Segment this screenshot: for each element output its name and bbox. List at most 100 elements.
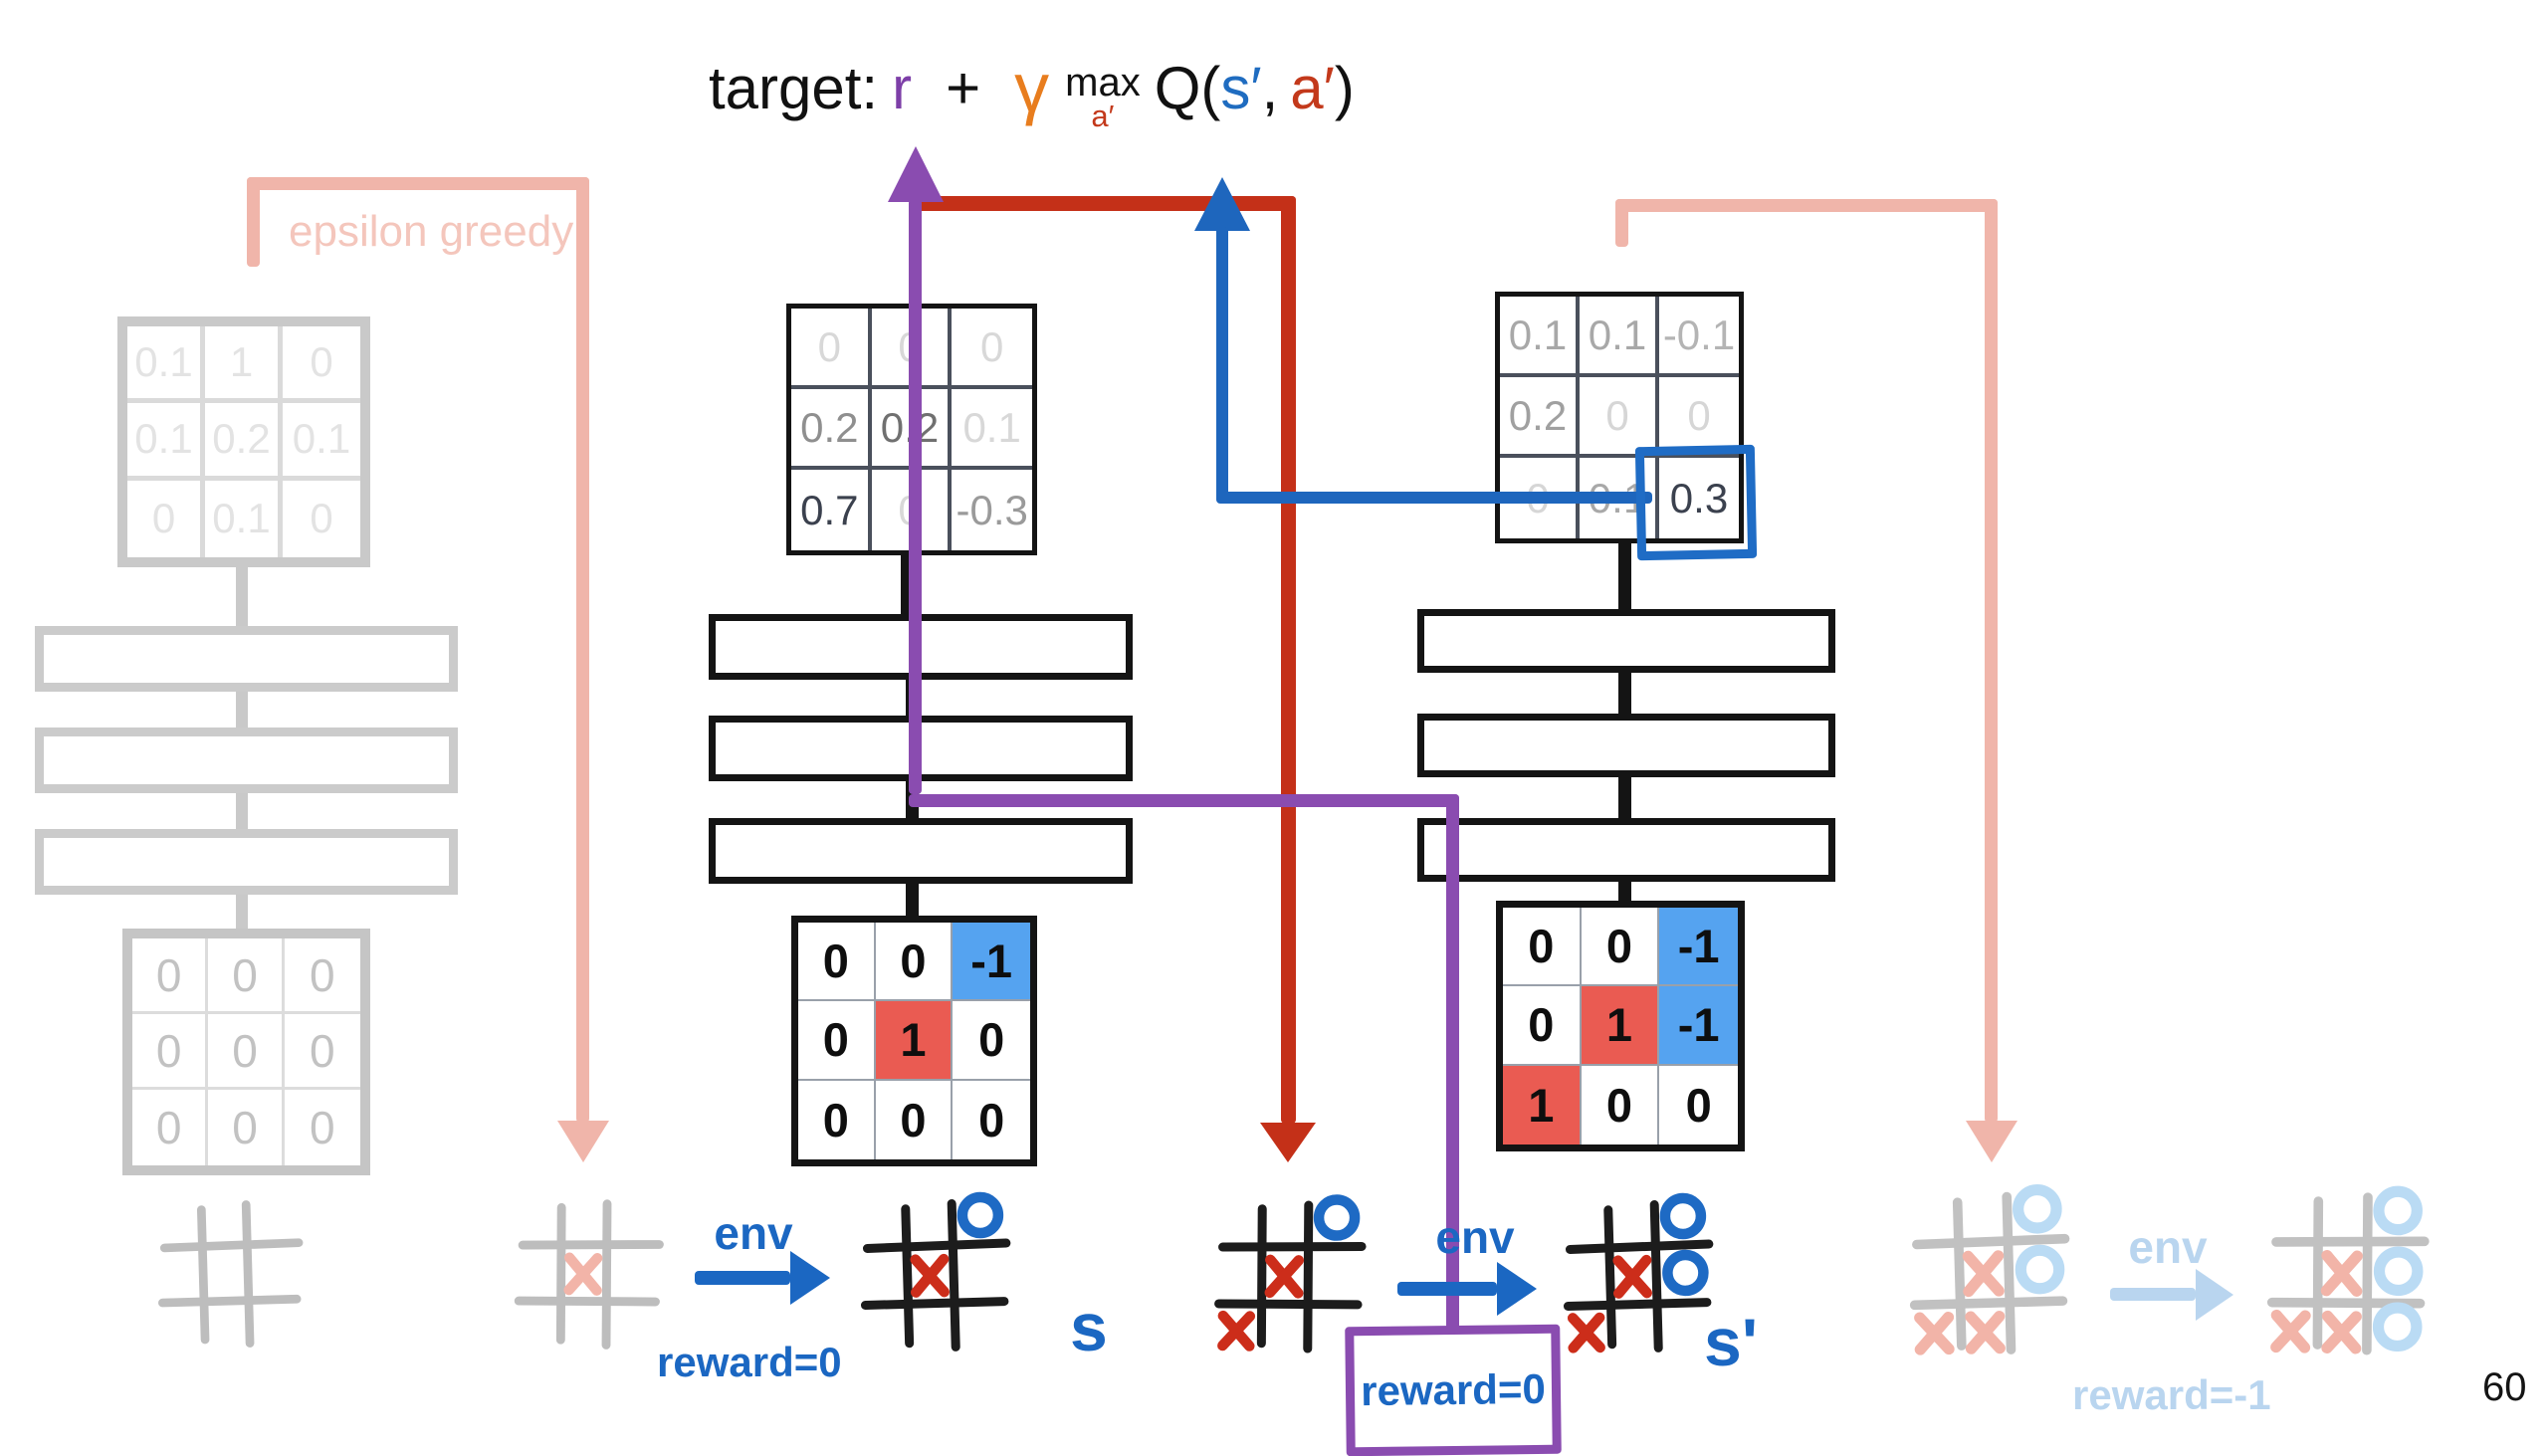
state-s-label: s (1070, 1290, 1108, 1365)
grid-cell: 0.2 (1500, 377, 1580, 458)
formula-max: max (1065, 61, 1141, 105)
page-number: 60 (2482, 1365, 2527, 1409)
tic-tac-toe-board-faded-next-a (1909, 1183, 2070, 1355)
tic-tac-toe-board-faded-next-b (2266, 1185, 2430, 1355)
x-mark-bottom-middle (2321, 1310, 2362, 1354)
grid-cell: 0 (798, 1080, 876, 1159)
grid-cell: -0.1 (1659, 297, 1739, 377)
epsilon-bracket-left-stub (247, 177, 260, 267)
o-mark-bottom-right (2372, 1302, 2423, 1352)
grid-cell: 0 (978, 1093, 1005, 1146)
grid-cell: 0 (953, 1001, 1030, 1081)
connector (906, 884, 919, 916)
formula-gamma: γ (1014, 49, 1050, 126)
purple-path-vertical-1 (909, 199, 922, 794)
grid-cell: 0 (283, 326, 360, 404)
red-down-arrowhead (1260, 1123, 1316, 1162)
formula-r: r (892, 54, 913, 121)
formula-s-prime: s′ (1220, 54, 1262, 121)
o-mark-middle-right (2373, 1246, 2424, 1297)
epsilon-bracket-down-line (576, 177, 589, 1123)
grid-cell: 0 (1580, 377, 1659, 458)
x-mark-center (1264, 1254, 1305, 1299)
faded-connector (236, 895, 248, 929)
grid-cell: 0 (1581, 908, 1660, 987)
right-network-layer-2 (1417, 714, 1835, 777)
grid-cell: 0.7 (791, 470, 872, 550)
x-mark-center (1612, 1254, 1652, 1299)
grid-cell: 0.2 (791, 389, 872, 470)
formula-comma: , (1261, 54, 1279, 121)
grid-cell-x: 1 (1503, 1065, 1582, 1144)
faded-network-layer-2 (35, 728, 458, 793)
grid-cell: -0.3 (956, 486, 1028, 533)
o-mark-middle-right (1662, 1249, 1709, 1297)
right-input-state-grid: 0 0 -1 0 1 -1 1 0 0 (1496, 901, 1745, 1151)
formula-q-close: ) (1334, 54, 1355, 121)
reward-zero-label-2: reward=0 (1360, 1364, 1547, 1415)
faded-connector (236, 692, 248, 729)
grid-cell: 0 (1582, 1065, 1660, 1144)
x-mark-center (2320, 1250, 2363, 1297)
grid-cell: 0 (208, 1090, 285, 1165)
x-mark-center (1962, 1250, 2005, 1298)
grid-cell: 0 (208, 1014, 285, 1090)
grid-cell: 0 (876, 1080, 954, 1159)
o-mark-top-right (1313, 1194, 1361, 1241)
blue-up-arrowhead (1194, 177, 1250, 231)
purple-up-arrowhead (888, 146, 944, 202)
x-mark-center (563, 1252, 603, 1296)
o-mark-top-right (2013, 1183, 2062, 1234)
grid-cell-o: -1 (953, 923, 1030, 1002)
reward-zero-label-1: reward=0 (657, 1339, 842, 1385)
env-label-1: env (714, 1207, 793, 1259)
purple-reward-box: reward=0 (1345, 1324, 1562, 1456)
grid-cell: 0.1 (127, 403, 205, 481)
grid-cell: 0 (132, 1090, 209, 1165)
o-mark-top-right (956, 1191, 1004, 1239)
formula-plus: + (946, 54, 981, 121)
right-bracket-down-line (1985, 199, 1998, 1123)
grid-cell: 0 (1659, 377, 1739, 458)
grid-cell: 1 (205, 326, 283, 404)
grid-cell: 0 (284, 1014, 360, 1090)
x-mark-bottom-left (2270, 1309, 2311, 1353)
env-label-3: env (2128, 1221, 2208, 1273)
blue-env-arrowhead-1 (790, 1251, 830, 1305)
grid-cell-max-q: 0.3 (1669, 474, 1729, 521)
blue-env-arrowhead-2 (1497, 1262, 1537, 1316)
o-mark-top-right (1659, 1192, 1707, 1240)
faded-env-arrowhead (2196, 1269, 2233, 1321)
grid-cell: 0 (284, 938, 360, 1014)
epsilon-bracket-top-line (247, 177, 589, 190)
blue-env-arrow-shaft-1 (695, 1271, 790, 1285)
mid-network-layer-3 (709, 818, 1133, 884)
epsilon-greedy-label: epsilon greedy (289, 207, 574, 256)
grid-cell: 0 (208, 938, 285, 1014)
x-mark-bottom-left (1914, 1311, 1955, 1355)
env-label-2: env (1435, 1211, 1515, 1263)
target-formula: target: r + γ max a′ Q( s′ , a′ ) (709, 48, 1355, 132)
red-path-vertical (1281, 196, 1296, 1124)
grid-cell: 0.1 (205, 480, 283, 557)
right-network-layer-3 (1417, 818, 1835, 882)
faded-zeros-grid: 0 0 0 0 0 0 0 0 0 (122, 929, 370, 1175)
grid-cell: 0 (310, 1102, 335, 1153)
faded-q-value-grid: 0.1 1 0 0.1 0.2 0.1 0 0.1 0 (117, 316, 370, 567)
blue-highlight-box-max-q (1634, 444, 1758, 561)
connector (1618, 541, 1631, 611)
grid-cell: 0.1 (1580, 297, 1659, 377)
grid-cell-o: -1 (1659, 986, 1738, 1066)
purple-path-horizontal (909, 794, 1459, 807)
blue-env-arrow-shaft-2 (1397, 1282, 1497, 1296)
right-bracket-top-line (1615, 199, 1998, 212)
reward-neg-one-label: reward=-1 (2072, 1371, 2271, 1418)
formula-a-prime: a′ (1290, 54, 1335, 121)
purple-path-vertical-2 (1446, 794, 1459, 1332)
grid-cell: 0 (952, 309, 1032, 389)
tic-tac-toe-board-pre-env (1214, 1194, 1367, 1353)
grid-cell: 0 (310, 495, 333, 542)
faded-network-layer-1 (35, 626, 458, 692)
grid-cell: 0 (1503, 986, 1582, 1066)
x-mark-center (910, 1253, 950, 1298)
